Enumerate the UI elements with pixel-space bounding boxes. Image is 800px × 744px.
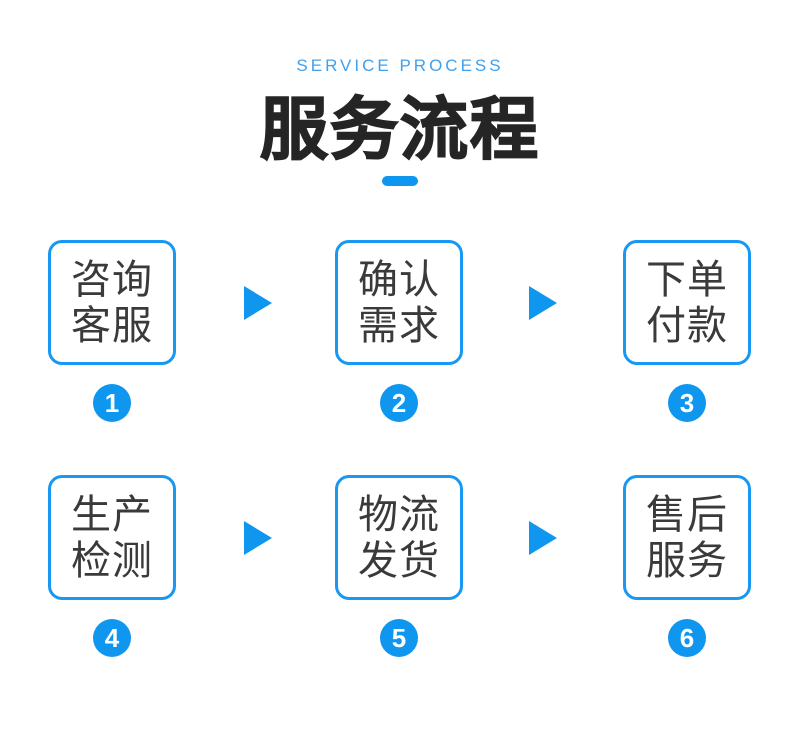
- step-number-badge-6: 6: [668, 619, 706, 657]
- step-box-5: 物流 发货: [335, 475, 463, 600]
- section-title: 服务流程: [259, 92, 540, 168]
- step-label-line2: 发货: [358, 538, 440, 583]
- right-triangle-icon: [529, 521, 557, 555]
- step-card-4: 生产 检测 4: [48, 475, 176, 657]
- step-label-line1: 下单: [646, 257, 728, 302]
- step-card-2: 确认 需求 2: [335, 240, 463, 422]
- step-card-5: 物流 发货 5: [335, 475, 463, 657]
- step-label-line1: 咨询: [71, 257, 153, 302]
- step-label-line1: 确认: [358, 257, 440, 302]
- step-card-1: 咨询 客服 1: [48, 240, 176, 422]
- step-number-badge-5: 5: [380, 619, 418, 657]
- step-box-4: 生产 检测: [48, 475, 176, 600]
- step-card-6: 售后 服务 6: [623, 475, 751, 657]
- right-triangle-icon: [244, 521, 272, 555]
- step-box-2: 确认 需求: [335, 240, 463, 365]
- step-label-line1: 生产: [71, 492, 153, 537]
- step-number-badge-1: 1: [93, 384, 131, 422]
- step-box-1: 咨询 客服: [48, 240, 176, 365]
- step-label-line2: 客服: [71, 303, 153, 348]
- step-label-line2: 检测: [71, 538, 153, 583]
- section-subtitle: SERVICE PROCESS: [296, 56, 504, 75]
- step-label-line1: 物流: [358, 492, 440, 537]
- right-triangle-icon: [244, 286, 272, 320]
- right-triangle-icon: [529, 286, 557, 320]
- title-underline: [382, 176, 418, 186]
- step-box-3: 下单 付款: [623, 240, 751, 365]
- step-label-line2: 需求: [358, 303, 440, 348]
- step-label-line2: 服务: [646, 538, 728, 583]
- step-label-line2: 付款: [646, 303, 728, 348]
- step-box-6: 售后 服务: [623, 475, 751, 600]
- step-number-badge-4: 4: [93, 619, 131, 657]
- step-number-badge-3: 3: [668, 384, 706, 422]
- step-label-line1: 售后: [646, 492, 728, 537]
- step-number-badge-2: 2: [380, 384, 418, 422]
- step-card-3: 下单 付款 3: [623, 240, 751, 422]
